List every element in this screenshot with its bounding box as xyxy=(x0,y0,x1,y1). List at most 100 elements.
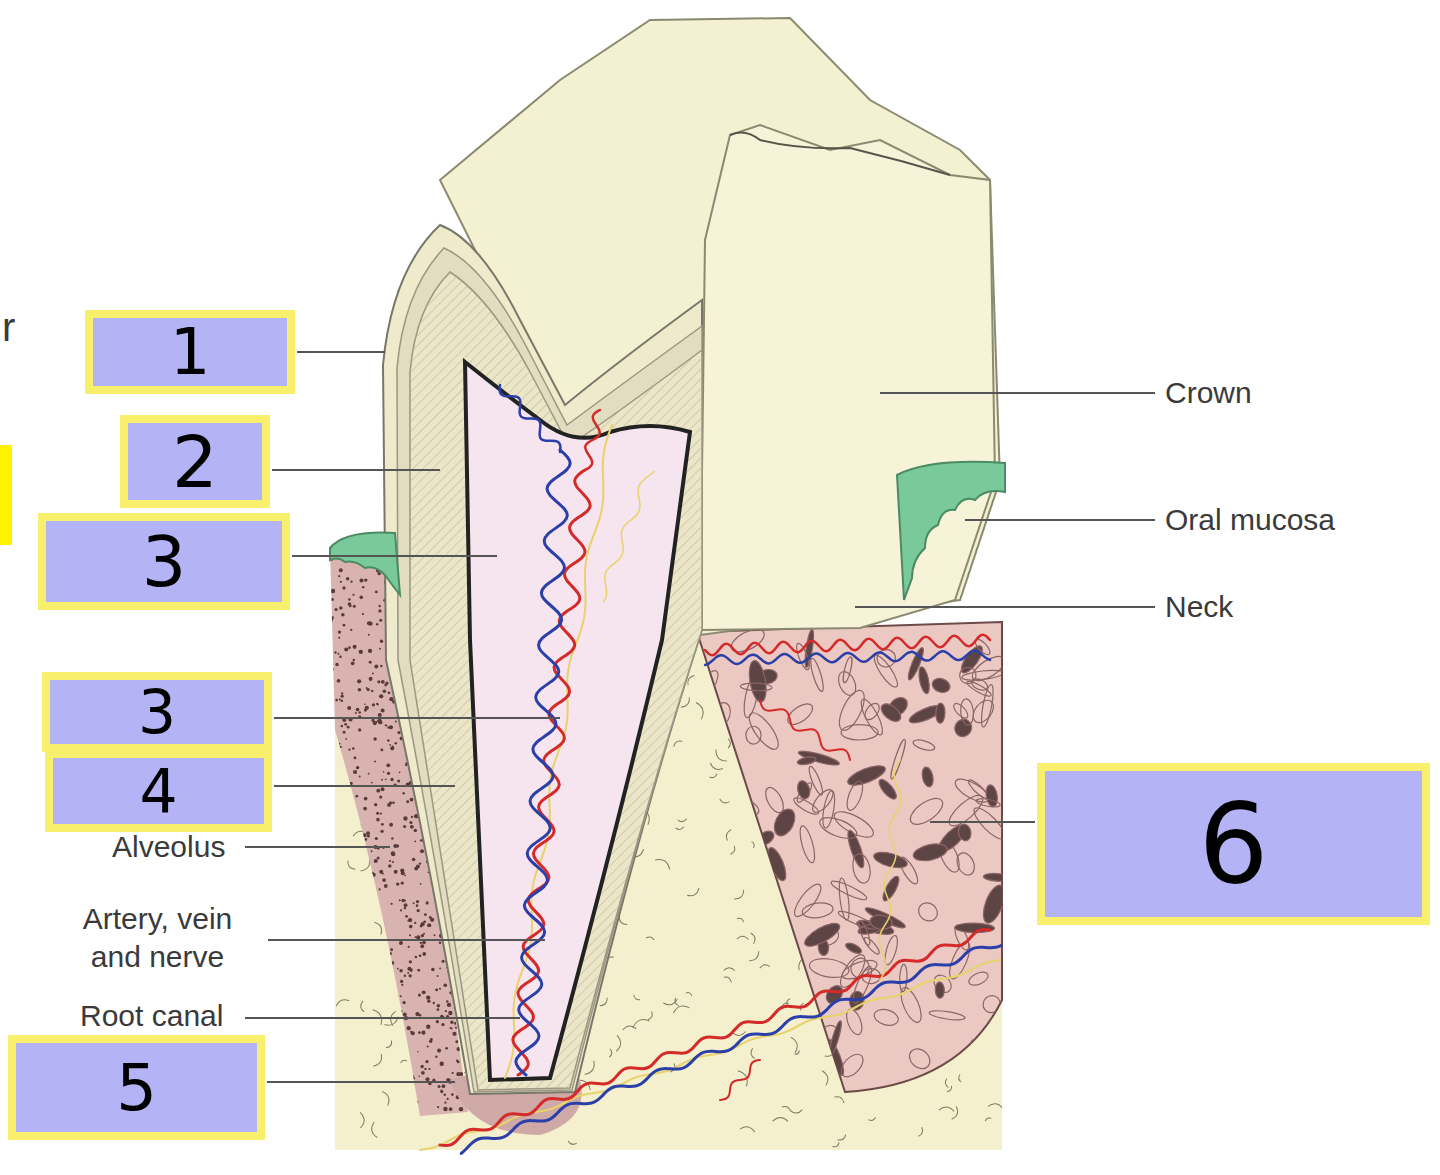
tissue-fiber xyxy=(915,899,941,924)
bone-speck xyxy=(724,975,733,982)
tissue-stipple xyxy=(437,1004,441,1008)
tissue-stipple xyxy=(402,1001,405,1004)
tissue-fiber xyxy=(709,896,734,930)
tissue-stipple xyxy=(412,858,416,862)
tissue-stipple xyxy=(421,934,424,937)
tissue-stipple xyxy=(374,908,378,912)
bone-speck xyxy=(985,1117,992,1121)
tissue-fiber xyxy=(731,895,747,935)
tissue-stipple xyxy=(450,1021,453,1024)
tissue-stipple xyxy=(341,725,344,728)
tissue-stipple xyxy=(359,650,363,654)
leader-line xyxy=(965,519,1155,521)
tissue-stipple xyxy=(397,1003,399,1005)
tissue-stipple xyxy=(334,912,338,916)
tissue-stipple xyxy=(374,665,378,669)
tissue-stipple xyxy=(422,990,426,994)
tissue-stipple xyxy=(389,823,393,827)
tissue-fiber xyxy=(897,985,925,1025)
callout-number: 4 xyxy=(139,761,177,821)
bone-speck xyxy=(370,1122,377,1138)
tissue-stipple xyxy=(397,995,399,997)
tissue-stipple xyxy=(353,645,357,649)
tissue-stipple xyxy=(430,918,434,922)
tissue-stipple xyxy=(365,706,369,710)
tissue-fiber xyxy=(921,766,935,788)
tissue-fiber xyxy=(835,669,859,698)
tissue-stipple xyxy=(419,1014,422,1017)
tissue-stipple xyxy=(372,966,376,970)
tissue-stipple xyxy=(340,699,343,702)
tissue-stipple xyxy=(349,998,352,1001)
bone-speck xyxy=(672,1004,689,1013)
bone-speck xyxy=(749,951,761,963)
pulp-cavity xyxy=(465,362,690,1080)
tissue-stipple xyxy=(348,827,352,831)
tissue-stipple xyxy=(442,1084,446,1088)
tissue-stipple xyxy=(385,778,387,780)
tissue-stipple xyxy=(404,874,406,876)
tissue-stipple xyxy=(347,1099,351,1103)
tissue-stipple xyxy=(348,646,351,649)
tissue-stipple xyxy=(409,925,413,929)
tissue-stipple xyxy=(335,776,337,778)
tissue-stipple xyxy=(369,661,372,664)
tissue-stipple xyxy=(349,1003,353,1007)
tissue-stipple xyxy=(379,648,381,650)
tissue-stipple xyxy=(341,972,344,975)
tissue-stipple xyxy=(383,1053,386,1056)
tissue-stipple xyxy=(377,857,380,860)
bone-speck xyxy=(751,932,756,944)
tissue-stipple xyxy=(353,1001,356,1004)
tissue-stipple xyxy=(427,1046,429,1048)
tissue-stipple xyxy=(345,964,347,966)
tissue-stipple xyxy=(421,922,425,926)
tissue-stipple xyxy=(396,1007,400,1011)
tissue-stipple xyxy=(388,1068,391,1071)
bone-speck xyxy=(868,1117,876,1121)
tissue-stipple xyxy=(404,903,408,907)
tissue-stipple xyxy=(335,699,338,702)
tissue-stipple xyxy=(441,1023,444,1026)
tissue-stipple xyxy=(341,695,344,698)
tissue-fiber xyxy=(747,659,769,703)
vessel-line xyxy=(505,425,612,1078)
tissue-stipple xyxy=(345,738,347,740)
tissue-stipple xyxy=(345,964,348,967)
tissue-stipple xyxy=(348,1063,352,1067)
vessel-line xyxy=(760,700,850,760)
tissue-stipple xyxy=(341,932,345,936)
tissue-stipple xyxy=(337,807,340,810)
tissue-fiber xyxy=(930,676,952,695)
tissue-stipple xyxy=(336,902,340,906)
tissue-stipple xyxy=(407,1026,411,1030)
tissue-stipple xyxy=(342,776,345,779)
tissue-stipple xyxy=(339,1000,341,1002)
callout-box: 4 xyxy=(45,750,272,832)
tissue-stipple xyxy=(363,807,367,811)
tissue-stipple xyxy=(377,1115,380,1118)
tissue-stipple xyxy=(388,952,392,956)
tissue-stipple xyxy=(332,1092,335,1095)
tissue-fiber xyxy=(935,703,945,724)
bone-speck xyxy=(373,1054,384,1068)
tissue-stipple xyxy=(396,844,399,847)
tissue-stipple xyxy=(365,944,369,948)
vessel-line xyxy=(705,651,990,665)
tissue-stipple xyxy=(380,813,382,815)
tissue-stipple xyxy=(376,812,379,815)
tissue-stipple xyxy=(439,941,442,944)
tissue-stipple xyxy=(449,1107,453,1111)
tissue-stipple xyxy=(367,835,370,838)
tissue-stipple xyxy=(350,581,352,583)
bone-speck xyxy=(734,890,746,902)
tissue-stipple xyxy=(359,711,361,713)
tissue-stipple xyxy=(347,833,349,835)
tissue-stipple xyxy=(440,1062,444,1066)
tissue-stipple xyxy=(358,1004,361,1007)
tissue-stipple xyxy=(397,731,400,734)
tissue-fiber xyxy=(912,738,936,752)
tissue-fiber xyxy=(878,700,904,725)
